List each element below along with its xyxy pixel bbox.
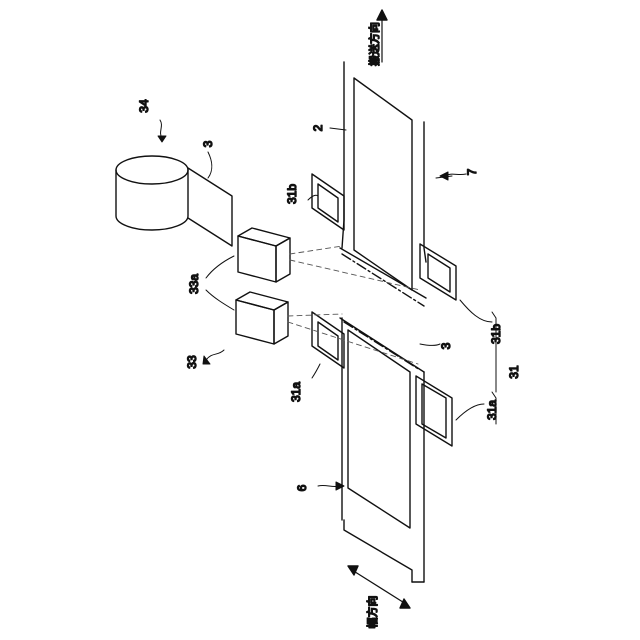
label-marker-31b-left: 31b bbox=[285, 184, 299, 204]
marker-plate-lower-right bbox=[416, 376, 452, 446]
label-film-3-center: 3 bbox=[439, 342, 453, 349]
label-marker-31b-right: 31b bbox=[489, 324, 503, 344]
camera-view-lines bbox=[288, 246, 420, 364]
leader-lines bbox=[206, 128, 496, 424]
label-camera-33a: 33a bbox=[187, 274, 201, 294]
label-camera-group-33: 33 bbox=[185, 355, 199, 369]
camera-lower bbox=[236, 292, 288, 344]
marker-plate-upper-left bbox=[312, 174, 344, 230]
label-marker-31a-left: 31a bbox=[289, 382, 303, 402]
transport-direction-text: 搬送方向 bbox=[367, 22, 381, 66]
label-marker-group-31: 31 bbox=[507, 365, 521, 379]
label-marker-31a-right: 31a bbox=[485, 400, 499, 420]
sheet-lower bbox=[348, 330, 410, 528]
width-direction-text: 幅方向 bbox=[365, 596, 379, 629]
camera-upper bbox=[238, 228, 290, 282]
sheet-upper bbox=[354, 78, 412, 290]
label-sheet-6: 6 bbox=[295, 484, 309, 491]
label-conveyor-7: 7 bbox=[465, 168, 479, 175]
marker-plate-upper-right bbox=[420, 244, 456, 300]
label-sheet-2: 2 bbox=[311, 124, 325, 131]
label-roll-34: 34 bbox=[137, 99, 151, 113]
film-roll bbox=[116, 156, 232, 246]
marker-plate-lower-left bbox=[312, 312, 344, 368]
width-direction-arrow bbox=[348, 566, 410, 608]
label-film-3: 3 bbox=[201, 140, 215, 147]
